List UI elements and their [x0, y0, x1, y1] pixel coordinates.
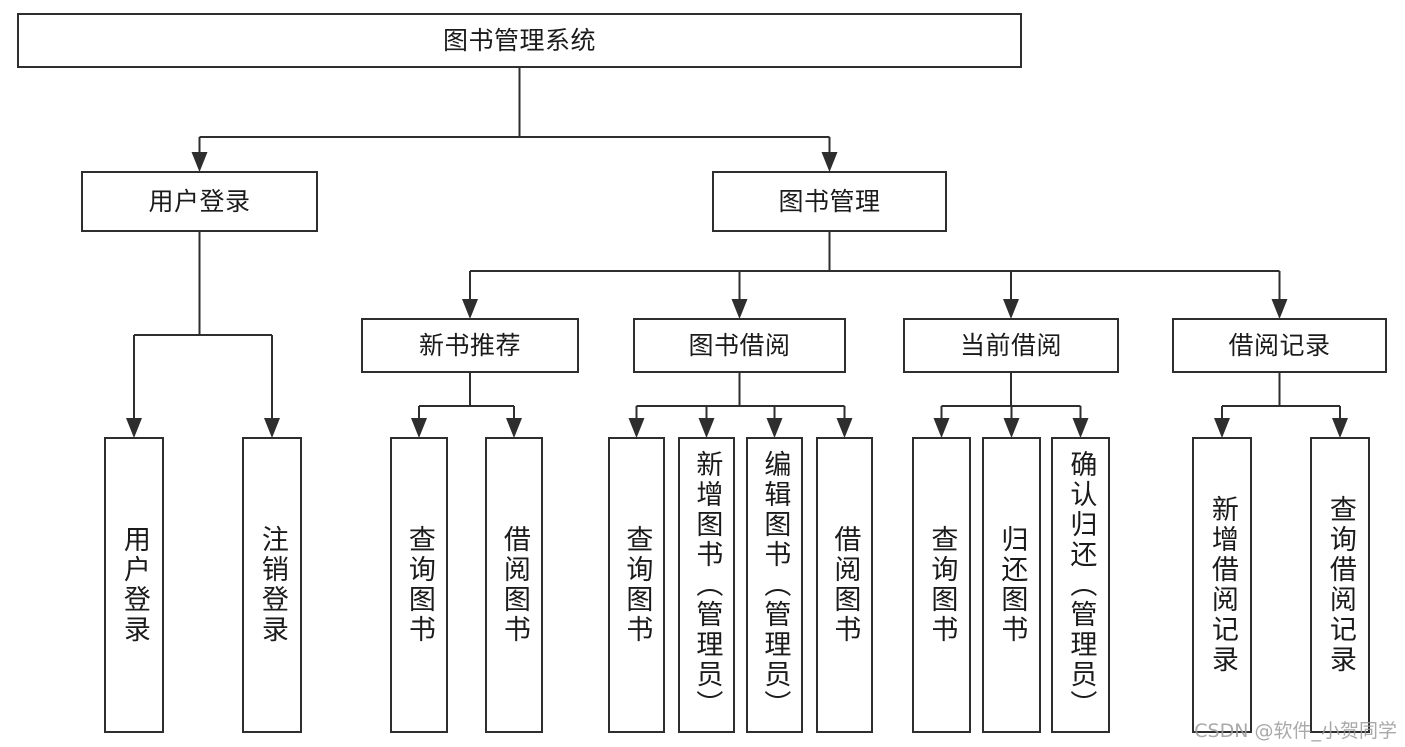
node-label: 借阅记录 — [1228, 330, 1331, 360]
node-user-login[interactable]: 用户登录 — [81, 171, 318, 232]
node-label: 新增借阅记录 — [1206, 495, 1238, 675]
node-label: 图书管理 — [778, 186, 881, 216]
node-book-mgmt[interactable]: 图书管理 — [712, 171, 947, 232]
node-leaf-br-add[interactable]: 新增借阅记录 — [1192, 437, 1252, 733]
node-leaf-cb-query[interactable]: 查询图书 — [912, 437, 971, 733]
node-new-book-rec[interactable]: 新书推荐 — [361, 318, 579, 373]
node-current-borrow[interactable]: 当前借阅 — [903, 318, 1119, 373]
node-label: 借阅图书 — [829, 525, 861, 645]
node-label: 查询图书 — [403, 525, 435, 645]
node-label: 新书推荐 — [418, 330, 521, 360]
node-label: 注销登录 — [256, 525, 288, 645]
node-label: 图书管理系统 — [442, 25, 596, 55]
node-label: 编辑图书（管理员） — [759, 450, 791, 720]
node-leaf-nb-query[interactable]: 查询图书 — [390, 437, 448, 733]
node-leaf-bb-edit[interactable]: 编辑图书（管理员） — [746, 437, 803, 733]
node-label: 查询图书 — [621, 525, 653, 645]
node-label: 用户登录 — [118, 525, 150, 645]
node-leaf-user-login[interactable]: 用户登录 — [104, 437, 164, 733]
node-leaf-cb-confirm[interactable]: 确认归还（管理员） — [1051, 437, 1110, 733]
node-label: 图书借阅 — [688, 330, 791, 360]
node-label: 确认归还（管理员） — [1065, 450, 1097, 720]
node-label: 查询图书 — [926, 525, 958, 645]
node-root[interactable]: 图书管理系统 — [17, 13, 1022, 68]
node-label: 新增图书（管理员） — [691, 450, 723, 720]
node-leaf-bb-query[interactable]: 查询图书 — [608, 437, 665, 733]
node-book-borrow[interactable]: 图书借阅 — [633, 318, 846, 373]
node-leaf-bb-add[interactable]: 新增图书（管理员） — [678, 437, 735, 733]
node-leaf-bb-borrow[interactable]: 借阅图书 — [816, 437, 873, 733]
node-leaf-br-query[interactable]: 查询借阅记录 — [1310, 437, 1370, 733]
node-leaf-cb-return[interactable]: 归还图书 — [982, 437, 1041, 733]
node-label: 查询借阅记录 — [1324, 495, 1356, 675]
node-label: 用户登录 — [148, 186, 251, 216]
node-label: 当前借阅 — [959, 330, 1062, 360]
node-leaf-user-logout[interactable]: 注销登录 — [242, 437, 302, 733]
node-label: 归还图书 — [996, 525, 1028, 645]
node-leaf-nb-borrow[interactable]: 借阅图书 — [485, 437, 543, 733]
node-label: 借阅图书 — [498, 525, 530, 645]
node-borrow-record[interactable]: 借阅记录 — [1172, 318, 1387, 373]
